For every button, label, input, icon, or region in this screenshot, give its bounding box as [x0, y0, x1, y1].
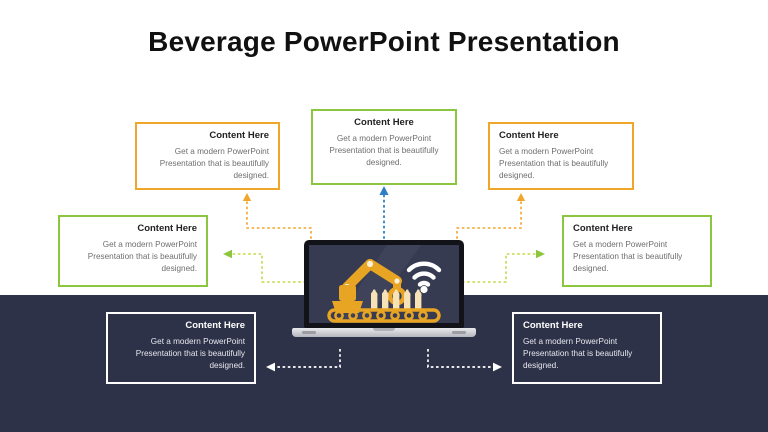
elbow-joint [366, 260, 374, 268]
content-box-title: Content Here [185, 320, 245, 331]
content-box-mid-right[interactable]: Content Here Get a modern PowerPoint Pre… [562, 215, 712, 287]
content-box-title: Content Here [354, 117, 414, 128]
content-box-mid-left[interactable]: Content Here Get a modern PowerPoint Pre… [58, 215, 208, 287]
content-box-title: Content Here [573, 223, 633, 234]
content-box-title: Content Here [137, 223, 197, 234]
page-title: Beverage PowerPoint Presentation [148, 26, 620, 57]
laptop-trackpad-notch [373, 328, 395, 331]
robot-arm-conveyor-graphic [327, 245, 442, 323]
laptop-screen [309, 245, 459, 323]
content-box-bottom-right[interactable]: Content Here Get a modern PowerPoint Pre… [512, 312, 662, 384]
content-box-body: Get a modern PowerPoint Presentation tha… [523, 337, 633, 370]
connector-to-mid-right [462, 249, 545, 283]
bottle [404, 289, 411, 310]
content-box-body: Get a modern PowerPoint Presentation tha… [499, 147, 609, 180]
laptop-foot-right [452, 331, 466, 334]
bottle [415, 289, 422, 310]
content-box-body: Get a modern PowerPoint Presentation tha… [87, 240, 197, 273]
conveyor-wheels [334, 310, 428, 321]
wifi-icon [406, 261, 442, 287]
content-box-bottom-left[interactable]: Content Here Get a modern PowerPoint Pre… [106, 312, 256, 384]
laptop-base [292, 328, 476, 337]
content-box-top-center[interactable]: Content Here Get a modern PowerPoint Pre… [311, 109, 457, 185]
wifi-dot-icon [420, 285, 428, 294]
content-box-body: Get a modern PowerPoint Presentation tha… [573, 240, 683, 273]
connector-to-mid-left [223, 249, 306, 283]
bottle [371, 289, 378, 310]
content-box-title: Content Here [499, 130, 559, 141]
laptop-illustration [292, 240, 476, 340]
content-box-body: Get a modern PowerPoint Presentation tha… [159, 147, 269, 180]
laptop-foot-left [302, 331, 316, 334]
content-box-top-left[interactable]: Content Here Get a modern PowerPoint Pre… [135, 122, 280, 190]
connector-to-top-center [379, 186, 389, 244]
bottle [382, 289, 389, 310]
connector-to-top-right [456, 193, 526, 244]
wrist-joint [394, 278, 400, 284]
connector-to-top-left [242, 193, 312, 244]
conveyor-belt [327, 308, 441, 323]
laptop-lid [304, 240, 464, 328]
robot-tower [339, 285, 356, 301]
content-box-body: Get a modern PowerPoint Presentation tha… [329, 134, 439, 167]
bottle [393, 289, 400, 310]
content-box-title: Content Here [523, 320, 583, 331]
content-box-title: Content Here [209, 130, 269, 141]
content-box-top-right[interactable]: Content Here Get a modern PowerPoint Pre… [488, 122, 634, 190]
content-box-body: Get a modern PowerPoint Presentation tha… [135, 337, 245, 370]
bottle-group [371, 289, 422, 310]
